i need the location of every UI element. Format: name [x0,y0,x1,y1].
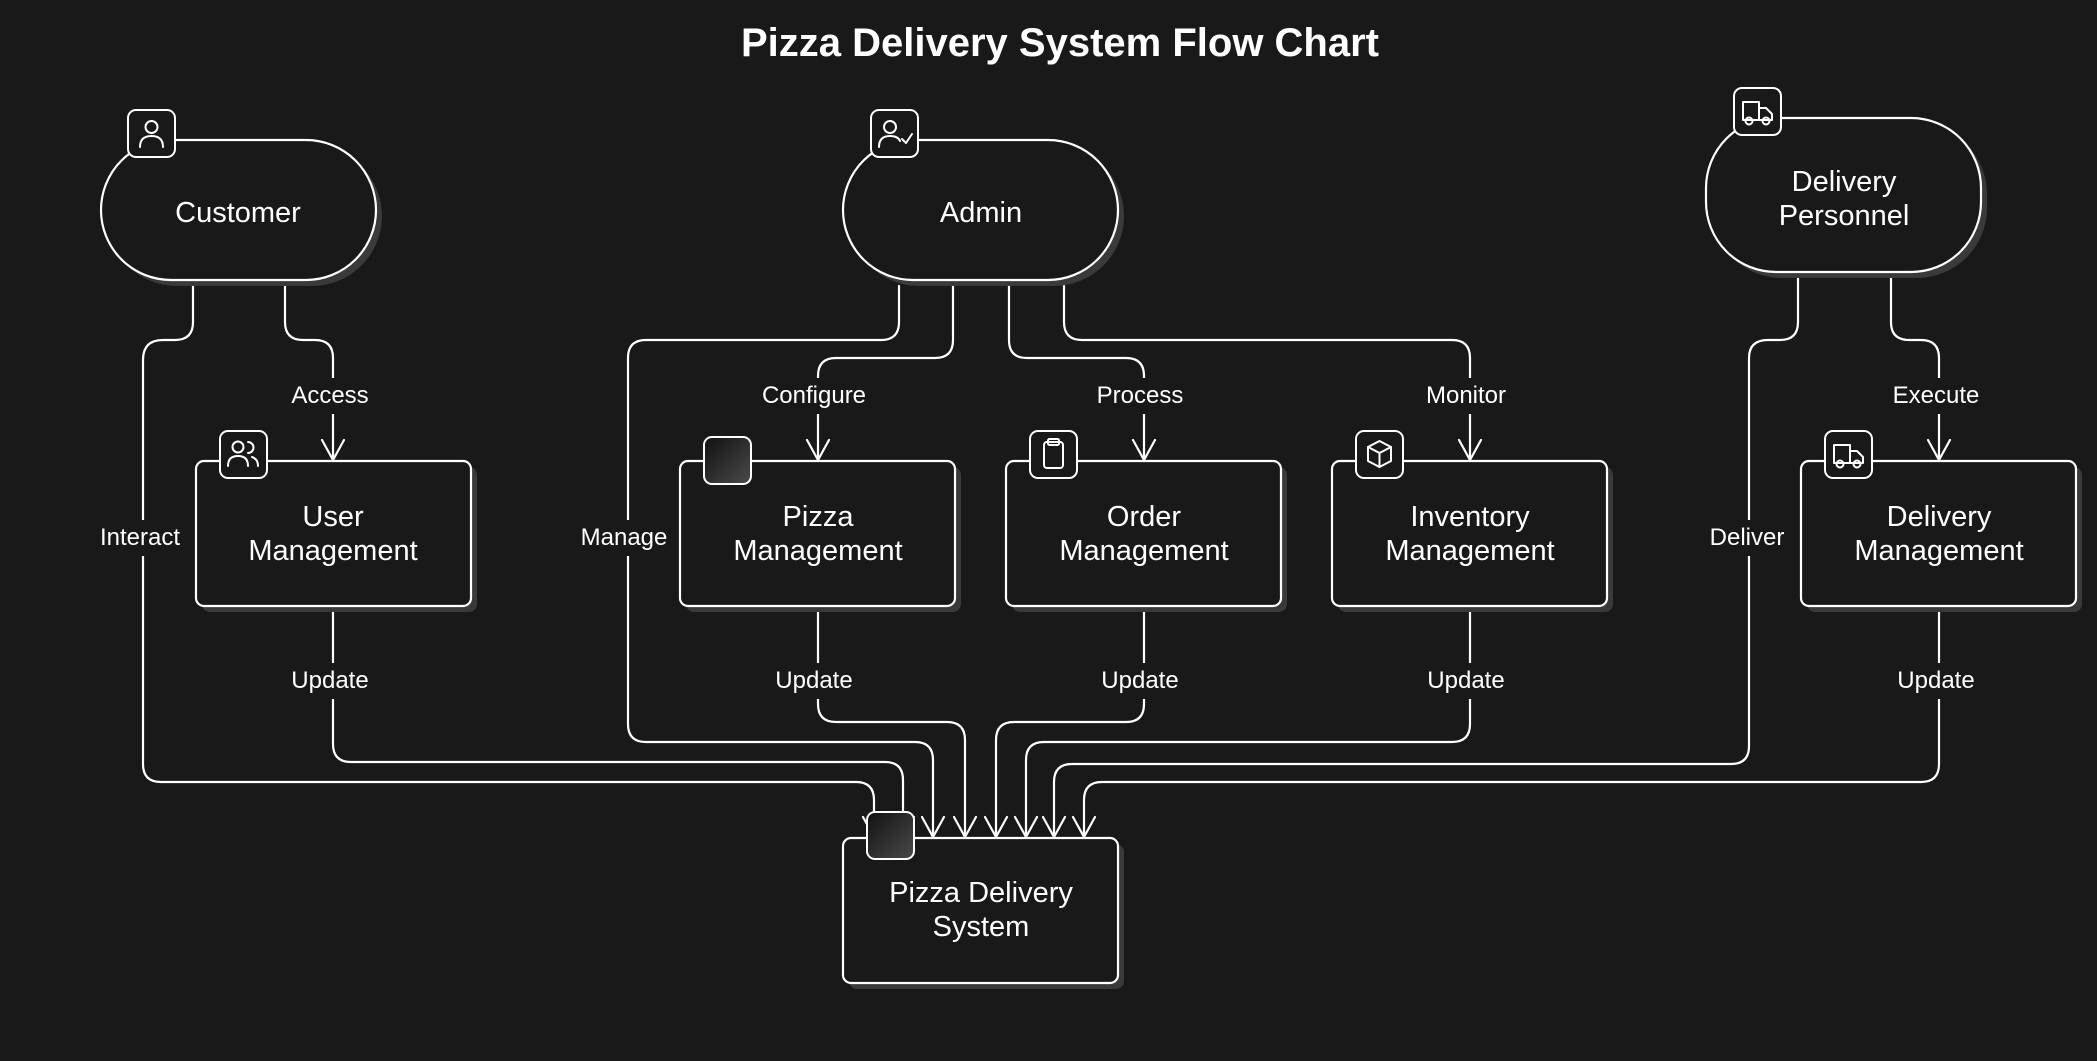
diagram-title: Pizza Delivery System Flow Chart [741,21,1379,65]
user-icon [127,109,176,158]
system-placeholder-icon [866,811,915,860]
node-customer: Customer [99,109,382,286]
node-pizza-management: Pizza Management [678,436,961,612]
edge-customer-interact [141,284,876,839]
node-delivery-management-label-1: Delivery [1887,501,1992,533]
node-admin-label: Admin [940,197,1022,229]
node-pizza-delivery-system-label-2: System [933,911,1030,943]
node-admin: Admin [841,109,1124,286]
node-delivery-personnel: Delivery Personnel [1704,87,1987,278]
edge-label-order-update: Update [1101,667,1178,694]
pizza-placeholder-icon [703,436,752,485]
truck-icon [1733,87,1782,136]
node-pizza-delivery-system: Pizza Delivery System [841,811,1124,989]
edge-label-user-update: Update [291,667,368,694]
node-order-management-label-2: Management [1059,535,1228,567]
node-order-management: Order Management [1004,430,1287,612]
edge-label-access: Access [291,382,368,409]
node-user-management: User Management [194,430,477,612]
node-pizza-delivery-system-label-1: Pizza Delivery [889,877,1073,909]
edges [141,276,1952,839]
node-delivery-personnel-label-1: Delivery [1792,166,1897,198]
node-order-management-label-1: Order [1107,501,1181,533]
edge-label-inventory-update: Update [1427,667,1504,694]
edge-label-process: Process [1097,382,1184,409]
node-delivery-management-label-2: Management [1854,535,2023,567]
edge-inventory-update [1024,604,1472,839]
edge-admin-monitor [1062,284,1472,462]
edge-admin-configure [816,284,955,462]
user-check-icon [870,109,919,158]
node-pizza-management-label-2: Management [733,535,902,567]
edge-label-execute: Execute [1893,382,1980,409]
edge-labels: Access Interact Manage Configure Process… [92,378,1988,699]
truck-icon [1824,430,1873,479]
edge-order-update [994,604,1146,839]
edge-label-monitor: Monitor [1426,382,1506,409]
edge-label-delivery-update: Update [1897,667,1974,694]
edge-delivery-update [1082,604,1941,839]
edge-delivery-execute [1889,276,1941,462]
node-pizza-management-label-1: Pizza [783,501,855,533]
edge-label-interact: Interact [100,524,180,551]
clipboard-icon [1029,430,1078,479]
edge-label-manage: Manage [581,524,668,551]
box-icon [1355,430,1404,479]
edge-customer-access [283,284,335,462]
edge-pizza-update [816,604,967,839]
node-user-management-label-1: User [302,501,364,533]
node-user-management-label-2: Management [248,535,417,567]
users-icon [219,430,268,479]
edge-admin-process [1007,284,1146,462]
node-delivery-management: Delivery Management [1799,430,2082,612]
edge-label-pizza-update: Update [775,667,852,694]
node-inventory-management-label-2: Management [1385,535,1554,567]
node-delivery-personnel-label-2: Personnel [1779,200,1910,232]
edge-label-deliver: Deliver [1710,524,1785,551]
node-customer-label: Customer [175,197,301,229]
node-inventory-management-label-1: Inventory [1410,501,1530,533]
edge-user-update [331,604,905,839]
node-inventory-management: Inventory Management [1330,430,1613,612]
edge-label-configure: Configure [762,382,866,409]
